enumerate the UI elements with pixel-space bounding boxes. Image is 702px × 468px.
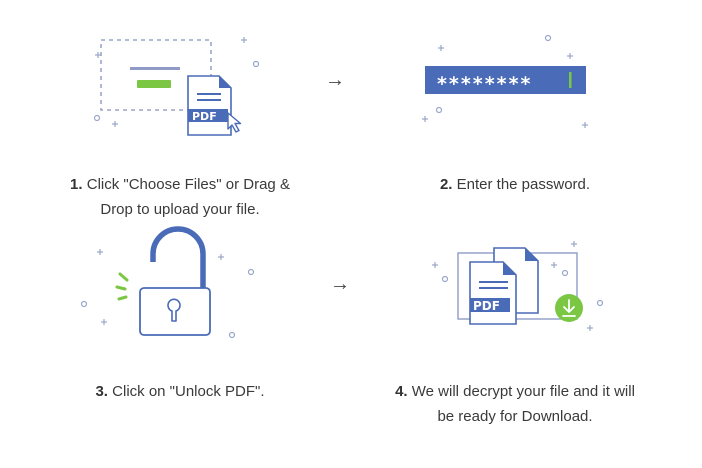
step-text: Enter the password. (456, 176, 591, 193)
pdf-label: PDF (473, 299, 500, 313)
step-text: be ready for Download. (437, 408, 593, 425)
step-number: 3. (95, 383, 108, 400)
step-number: 4. (395, 383, 408, 400)
step-1-caption: 1. Click "Choose Files" or Drag & Drop t… (30, 172, 330, 222)
step-text: Drop to upload your file. (100, 201, 260, 218)
password-field-icon: ******** (422, 34, 588, 128)
password-mask: ******** (437, 73, 533, 95)
step-number: 1. (70, 176, 83, 193)
pdf-label: PDF (192, 110, 217, 123)
step-text: Click on "Unlock PDF". (112, 383, 265, 400)
arrow-right-icon: → (325, 69, 345, 91)
step-2-caption: 2. Enter the password. (360, 172, 670, 197)
step-4-caption: 4. We will decrypt your file and it will… (355, 379, 675, 429)
step-number: 2. (439, 176, 453, 193)
upload-file-icon: PDF (93, 37, 260, 136)
download-pdf-icon: PDF (432, 241, 604, 331)
arrow-right-icon: → (330, 273, 350, 295)
step-text: Click "Choose Files" or Drag & (86, 176, 290, 193)
step-3-caption: 3. Click on "Unlock PDF". (30, 379, 330, 404)
step-text: We will decrypt your file and it will (411, 383, 635, 400)
unlocked-padlock-icon (80, 226, 255, 339)
